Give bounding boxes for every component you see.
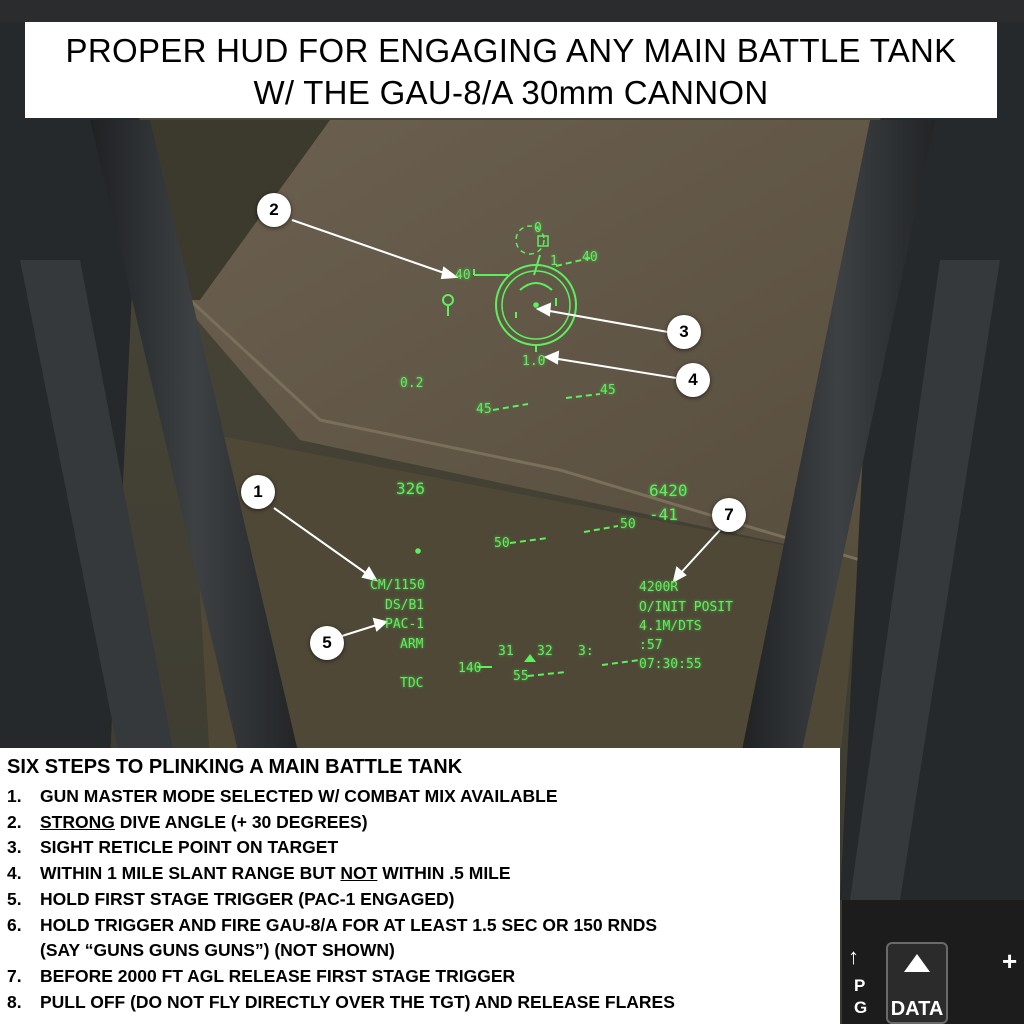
canopy-strut-left-inner <box>20 260 175 760</box>
canopy-strut-left <box>90 120 300 760</box>
heading-readout-140: 140 <box>458 661 482 676</box>
callout-arrows <box>273 219 721 637</box>
canopy-strut-right <box>740 120 935 760</box>
heading-tick-31: 31 <box>498 644 514 659</box>
step-6: 6.HOLD TRIGGER AND FIRE GAU-8/A FOR AT L… <box>7 915 658 935</box>
vvi-readout: -41 <box>649 505 678 524</box>
g-readout: 0.2 <box>400 376 424 391</box>
heading-caret <box>524 654 536 662</box>
callout-3: 3 <box>667 315 701 349</box>
arm-readout: ARM <box>400 637 424 652</box>
reticle-small-label: 1 <box>550 254 558 269</box>
panel-arrow-icon: ↑ <box>848 944 859 969</box>
title-banner: PROPER HUD FOR ENGAGING ANY MAIN BATTLE … <box>25 22 997 118</box>
callout-5: 5 <box>310 626 344 660</box>
slant-range-readout: 1.0 <box>522 354 546 369</box>
steerpoint-readout: 4200R <box>639 580 679 595</box>
step-8: 8.PULL OFF (DO NOT FLY DIRECTLY OVER THE… <box>7 992 675 1012</box>
step-5: 5.HOLD FIRST STAGE TRIGGER (PAC-1 ENGAGE… <box>7 889 455 909</box>
callout-7: 7 <box>712 498 746 532</box>
canopy-bow <box>0 0 1024 22</box>
pipper-dot <box>533 302 539 308</box>
time-to-readout: :57 <box>639 638 663 653</box>
callout-2: 2 <box>257 193 291 227</box>
heading-tick-33: 3: <box>578 644 594 659</box>
panel-label-p: P <box>854 976 866 995</box>
title-line-1: PROPER HUD FOR ENGAGING ANY MAIN BATTLE … <box>65 32 957 69</box>
pitch-label-40-left: 40 <box>455 268 471 283</box>
distance-readout: 4.1M/DTS <box>639 619 702 634</box>
pitch-label-50-left: 50 <box>494 536 510 551</box>
field-boundary <box>188 298 861 562</box>
reticle-top-label: 0 <box>534 221 542 236</box>
canopy-strut-right-inner <box>850 260 1000 900</box>
panel-label-g: G <box>854 998 868 1017</box>
airspeed-readout: 326 <box>396 479 425 498</box>
data-button-label: DATA <box>890 998 944 1020</box>
step-2: 2.STRONG DIVE ANGLE (+ 30 DEGREES) <box>7 812 368 832</box>
steps-panel: SIX STEPS TO PLINKING A MAIN BATTLE TANK… <box>0 748 840 1024</box>
data-button[interactable]: DATA <box>886 942 948 1024</box>
triangle-up-icon <box>904 954 930 972</box>
pitch-label-50-right: 50 <box>620 517 636 532</box>
pitch-label-45-right: 45 <box>600 383 616 398</box>
step-7: 7.BEFORE 2000 FT AGL RELEASE FIRST STAGE… <box>7 966 516 986</box>
pitch-label-40-right: 40 <box>582 250 598 265</box>
callout-4: 4 <box>676 363 710 397</box>
title-line-2: W/ THE GAU-8/A 30mm CANNON <box>253 74 769 111</box>
dark-crop <box>150 120 330 300</box>
tdc-readout: TDC <box>400 676 424 691</box>
init-posit-readout: O/INIT POSIT <box>639 600 733 615</box>
clock-readout: 07:30:55 <box>639 657 702 672</box>
ds-b1-readout: DS/B1 <box>385 598 425 613</box>
steps-title: SIX STEPS TO PLINKING A MAIN BATTLE TANK <box>7 756 463 778</box>
step-4: 4.WITHIN 1 MILE SLANT RANGE BUT NOT WITH… <box>7 863 511 883</box>
pac-readout: PAC-1 <box>385 617 425 632</box>
step-6-continued: (SAY “GUNS GUNS GUNS”) (NOT SHOWN) <box>40 940 395 960</box>
heading-tick-32: 32 <box>537 644 553 659</box>
reticle-top-arc <box>519 282 553 291</box>
step-1: 1.GUN MASTER MODE SELECTED W/ COMBAT MIX… <box>7 786 558 806</box>
step-3: 3.SIGHT RETICLE POINT ON TARGET <box>7 837 339 857</box>
field-lower <box>190 430 860 760</box>
ccip-circle <box>515 225 545 255</box>
pitch-label-45-left: 45 <box>476 402 492 417</box>
countermeasure-readout: CM/1150 <box>370 578 425 593</box>
callout-1: 1 <box>241 475 275 509</box>
hud-symbology <box>415 225 641 677</box>
altitude-readout: 6420 <box>649 481 688 500</box>
plus-icon: + <box>1002 946 1018 976</box>
pitch-label-55-left: 55 <box>513 669 529 684</box>
